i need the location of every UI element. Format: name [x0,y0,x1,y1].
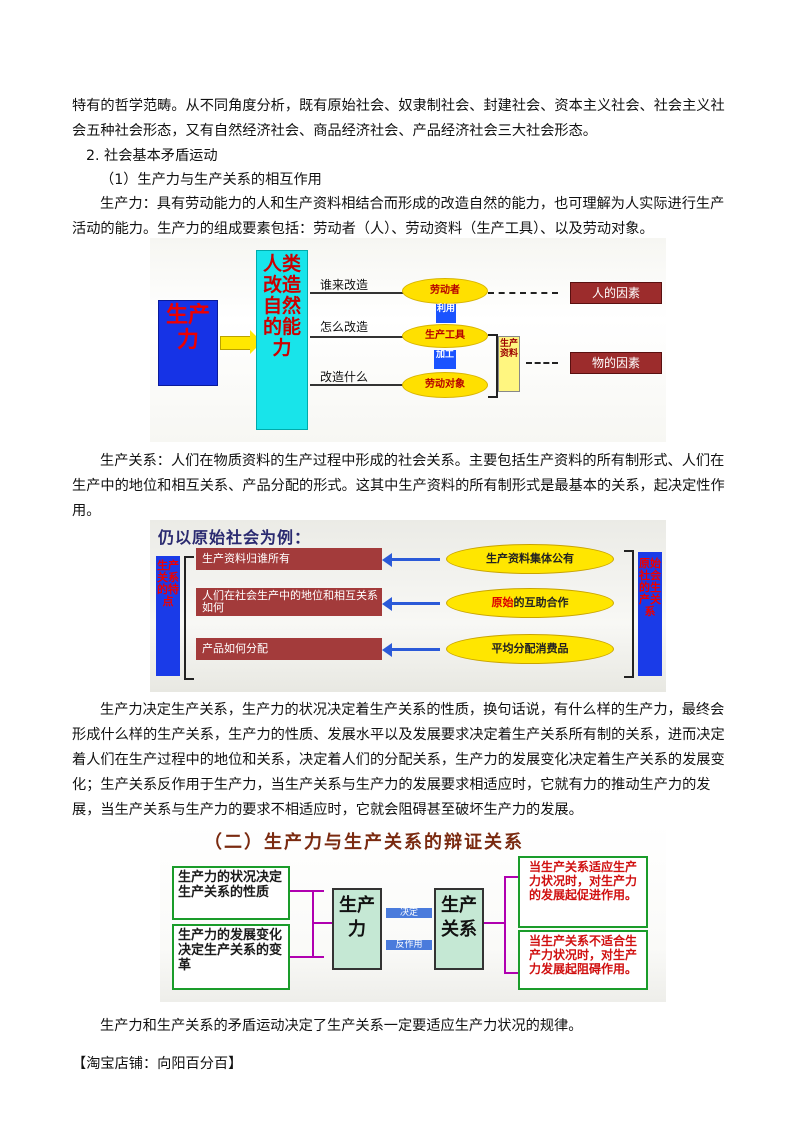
paragraph-productivity: 生产力：具有劳动能力的人和生产资料相结合而形成的改造自然的能力，也可理解为人实际… [72,196,725,237]
means-of-production-box: 生产资料 [498,336,520,392]
question-who: 谁来改造 [320,278,369,292]
collective-ownership-oval: 生产资料集体公有 [446,544,614,574]
connector-line [290,890,324,892]
paragraph-intro-line1: 特有的哲学范畴。从不同角度分析，既有原始社会、奴隶制社会、封建社会、资本主义社会… [72,98,725,114]
paragraph-law: 生产力和生产关系的矛盾运动决定了生产关系一定要适应生产力状况的规律。 [100,1018,583,1034]
mutual-aid-rest: 的互助合作 [513,596,569,609]
question-what: 改造什么 [320,370,369,384]
object-oval: 劳动对象 [402,372,488,398]
tool-oval: 生产工具 [402,324,488,348]
laborer-oval: 劳动者 [402,278,488,304]
connector-line [504,876,506,972]
mutual-aid-oval: 原始的互助合作 [446,588,614,618]
dialectic-diagram: （二）生产力与生产关系的辩证关系 生产力的状况决定生产关系的性质 生产力的发展变… [160,822,666,1002]
ownership-box: 生产资料归谁所有 [196,548,382,570]
react-arrow: 反作用 [386,940,432,950]
distribution-box: 产品如何分配 [196,638,382,660]
promote-box: 当生产关系适应生产力状况时，对生产力的发展起促进作用。 [518,856,648,928]
process-label: 加工 [434,350,456,369]
connector-line [310,336,404,338]
equal-distribution-oval: 平均分配消费品 [446,634,614,664]
paragraph-dialectic: 生产力决定生产关系，生产力的状况决定着生产关系的性质，换句话说，有什么样的生产力… [72,702,725,818]
arrow-left [388,602,440,605]
connector-line [504,972,518,974]
decides-change-box: 生产力的发展变化决定生产关系的变革 [172,924,290,990]
bracket-icon [184,556,194,680]
connector-line [312,922,332,924]
connector-line [312,890,314,958]
connector-line [310,384,404,386]
diagram-title: （二）生产力与生产关系的辩证关系 [204,832,524,853]
paragraph-intro-line2: 会五种社会形态，又有自然经济社会、商品经济社会、产品经济社会三大社会形态。 [72,123,597,139]
primitive-society-diagram: 仍以原始社会为例： 生产关系的特点 生产资料归谁所有 人们在社会生产中的地位和相… [150,520,666,692]
human-ability-box: 人类改造自然的能力 [256,250,308,430]
section-heading: 2. 社会基本矛盾运动 [86,148,218,164]
hinder-box: 当生产关系不适合生产力状况时，对生产力发展起阻碍作用。 [518,930,648,990]
material-factor-box: 物的因素 [570,352,662,374]
use-label: 利用 [436,304,456,323]
decides-nature-box: 生产力的状况决定生产关系的性质 [172,866,290,920]
diagram-title: 仍以原始社会为例： [158,528,312,547]
connector-line [484,922,506,924]
bracket-icon [488,334,498,398]
arrow-left [388,558,440,561]
dashed-arrow [488,292,558,294]
primitive-relations-label: 原始社会的生产关系 [638,552,662,676]
arrowhead-icon [382,597,392,611]
status-box: 人们在社会生产中的地位和相互关系如何 [196,588,382,616]
arrow-icon [220,336,252,350]
bracket-icon [624,550,634,678]
subsection-heading: （1）生产力与生产关系的相互作用 [100,172,322,188]
relations-features-label: 生产关系的特点 [156,556,180,676]
relations-box: 生产关系 [434,888,484,970]
connector-line [310,292,404,294]
footer-store: 【淘宝店铺：向阳百分百】 [72,1056,243,1072]
connector-line [290,956,324,958]
productivity-diagram: 生产力 人类改造自然的能力 谁来改造 怎么改造 改造什么 劳动者 利用 生产工具… [150,238,666,442]
productivity-box: 生产力 [332,888,382,970]
arrowhead-icon [382,553,392,567]
paragraph-relations: 生产关系：人们在物质资料的生产过程中形成的社会关系。主要包括生产资料的所有制形式… [72,453,725,519]
connector-line [504,876,518,878]
decide-arrow: 决定 [386,908,432,918]
arrow-left [388,648,440,651]
question-how: 怎么改造 [320,320,369,334]
arrowhead-icon [382,643,392,657]
human-factor-box: 人的因素 [570,282,662,304]
mutual-aid-prefix: 原始 [491,596,514,609]
dashed-arrow [526,362,558,364]
productivity-box: 生产力 [158,300,218,386]
